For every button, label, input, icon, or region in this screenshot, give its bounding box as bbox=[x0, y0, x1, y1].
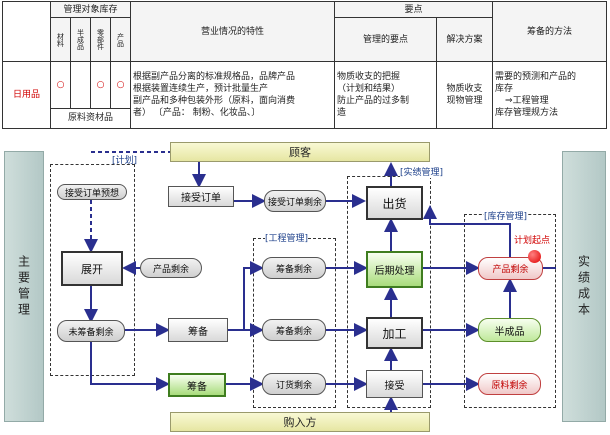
productsurplus-to-shipment-arrow bbox=[423, 205, 511, 257]
header-solution: 解决方案 bbox=[436, 17, 494, 63]
inventory-label: [库存管理] bbox=[484, 209, 528, 222]
features-line: 根据副产品分离的标准规格品，品牌产品 bbox=[133, 72, 296, 83]
solution-line: 物质收支 bbox=[446, 84, 483, 95]
features-line: 根据装置连续生产，预计批量生产 bbox=[133, 84, 269, 95]
order-forecast-node: 接受订单预想 bbox=[57, 184, 127, 200]
unprepared-surplus-node: 未筹备剩余 bbox=[57, 320, 125, 342]
receiving-node: 接受 bbox=[366, 370, 423, 398]
prep-surplus-node-2: 筹备剩余 bbox=[262, 319, 326, 341]
result-label: [实绩管理] bbox=[400, 165, 444, 178]
header-features: 营业情况的特性 bbox=[130, 0, 336, 63]
prepare-to-prepsurplus1-arrow bbox=[228, 261, 264, 331]
mgmt-line: 造 bbox=[337, 108, 347, 119]
order-surplus-node: 接受订单剩余 bbox=[264, 190, 326, 212]
shipment-node: 出货 bbox=[366, 186, 423, 220]
prepare-node-2: 筹备 bbox=[168, 373, 226, 397]
prep-line: 库存 bbox=[495, 84, 514, 95]
features-line: 者） 〔产品： 制粉、化妆品、〕 bbox=[133, 108, 261, 119]
plan-start-label: 计划起点 bbox=[514, 236, 551, 246]
prep-surplus-node-1: 筹备剩余 bbox=[262, 257, 326, 279]
header-parts: 零部件 bbox=[90, 17, 111, 63]
product-surplus-left-node: 产品剩余 bbox=[140, 258, 202, 278]
solution-line: 现物管理 bbox=[446, 96, 483, 107]
overview-table: 管理对象库存 营业情况的特性 要点 筹备的方法 材料 半成品 零部件 产品 管理… bbox=[2, 0, 608, 130]
top-bar-customer: 顾客 bbox=[170, 142, 430, 162]
header-prep: 筹备的方法 bbox=[492, 0, 608, 63]
row-label: 日用品 bbox=[2, 61, 51, 129]
mgmt-line: 防止产品的过多制 bbox=[337, 96, 410, 107]
mgmt-cell: 物质收支的把握 （计划和结果） 防止产品的过多制 造 bbox=[334, 61, 438, 129]
prepare-node-1: 筹备 bbox=[168, 318, 228, 342]
plan-label: [计划] bbox=[112, 156, 138, 166]
right-bar-label: 实绩成本 bbox=[576, 254, 591, 319]
prep-line: 需要的预测和产品的 bbox=[495, 72, 577, 83]
left-bar-main-management: 主要管理 bbox=[4, 151, 44, 422]
supplier-label: 购入方 bbox=[283, 416, 317, 429]
table-corner bbox=[2, 0, 51, 63]
bottom-bar-supplier: 购入方 bbox=[170, 412, 430, 432]
mgmt-line: （计划和结果） bbox=[337, 84, 401, 95]
expand-node: 展开 bbox=[61, 251, 123, 286]
receive-order-node: 接受订单 bbox=[168, 186, 234, 207]
prep-line: ⇒工程管理 bbox=[505, 96, 549, 107]
mark-product: ○ bbox=[109, 61, 132, 109]
unprepared-to-prepare2-arrow bbox=[90, 342, 170, 391]
header-semi: 半成品 bbox=[70, 17, 91, 63]
right-bar-actual-cost: 实绩成本 bbox=[562, 151, 606, 422]
customer-label: 顾客 bbox=[289, 146, 311, 159]
header-category: 管理对象库存 bbox=[49, 0, 132, 19]
processing-node: 加工 bbox=[366, 317, 423, 349]
semi-product-node: 半成品 bbox=[478, 318, 541, 342]
sub-label: 原料资材品 bbox=[49, 107, 132, 130]
prep-cell: 需要的预测和产品的 库存 ⇒工程管理 库存管理规方法 bbox=[492, 61, 608, 129]
mgmt-line: 物质收支的把握 bbox=[337, 72, 401, 83]
header-mgmt-point: 管理的要点 bbox=[334, 17, 438, 63]
process-label: [工程管理] bbox=[265, 231, 309, 244]
header-product: 产品 bbox=[109, 17, 132, 63]
material-surplus-node: 原料剩余 bbox=[478, 373, 541, 395]
header-material: 材料 bbox=[50, 17, 71, 63]
product-surplus-right-node: 产品剩余 bbox=[478, 257, 543, 280]
features-line: 副产品和多种包装外形（原料，面向消费 bbox=[133, 96, 296, 107]
left-bar-label: 主要管理 bbox=[16, 254, 31, 319]
features-cell: 根据副产品分离的标准规格品，品牌产品 根据装置连续生产，预计批量生产 副产品和多… bbox=[130, 61, 336, 129]
plan-start-dot bbox=[528, 250, 541, 263]
prep-line: 库存管理规方法 bbox=[495, 108, 559, 119]
post-process-node: 后期处理 bbox=[366, 251, 423, 288]
header-points: 要点 bbox=[334, 0, 494, 19]
purchase-surplus-node: 订货剩余 bbox=[262, 373, 326, 395]
solution-cell: 物质收支 现物管理 bbox=[436, 61, 494, 129]
